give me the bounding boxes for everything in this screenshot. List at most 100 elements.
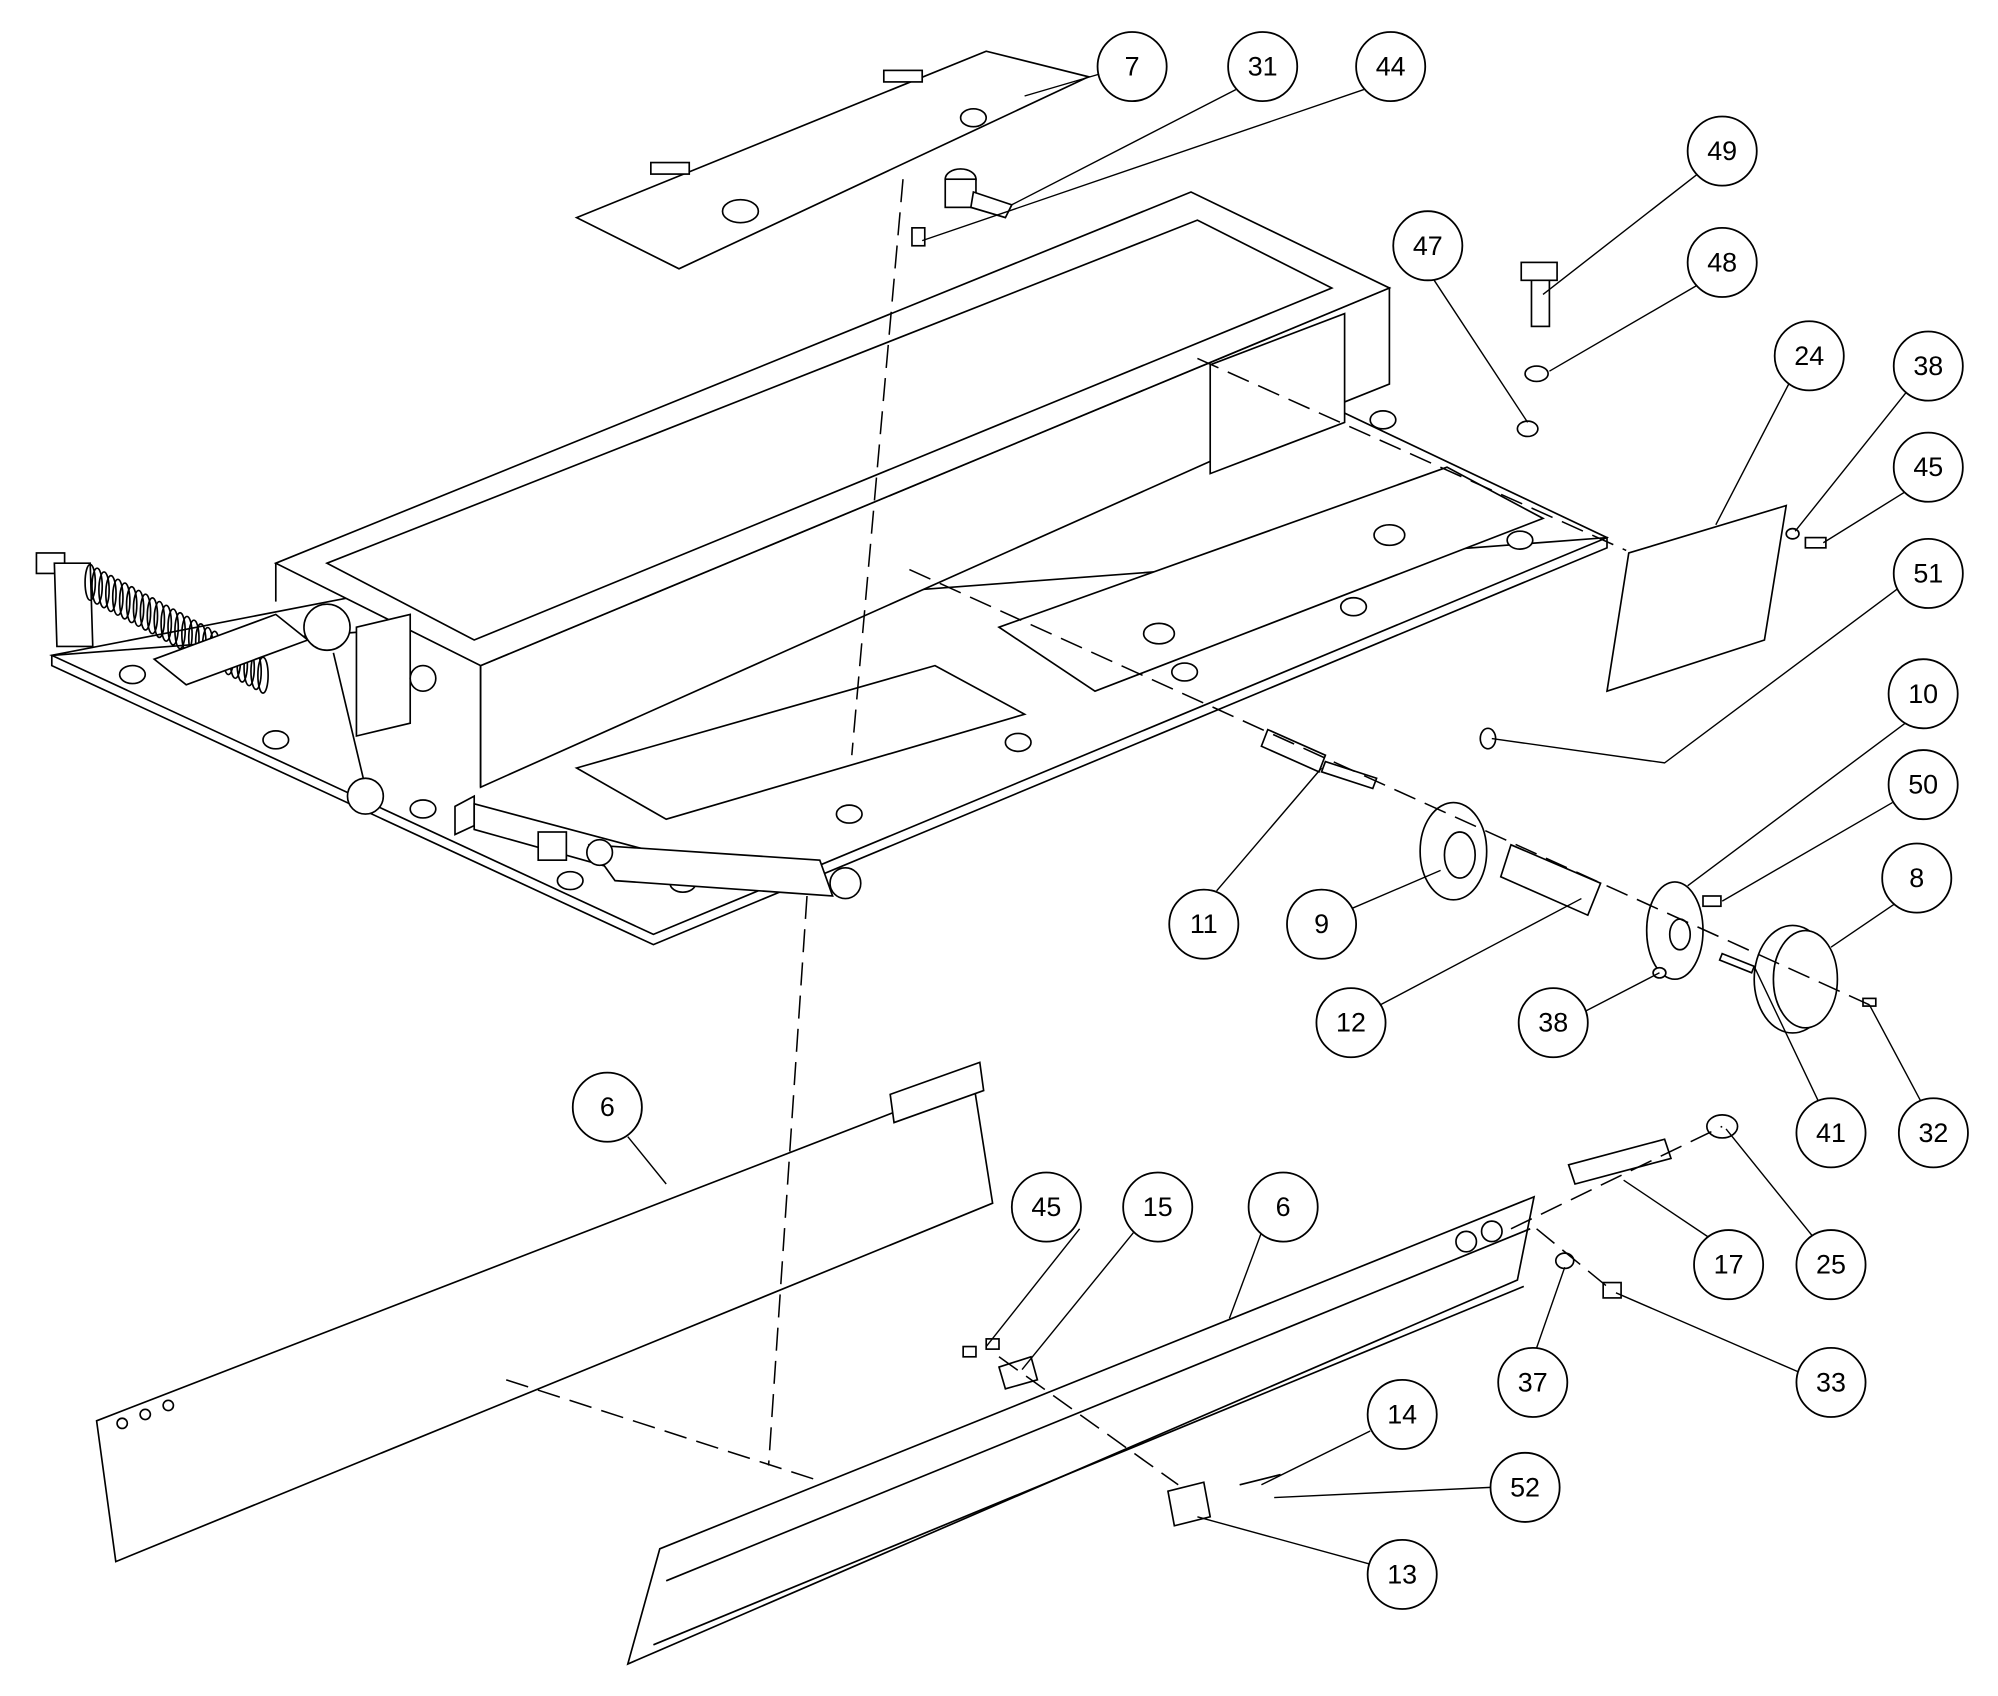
balloon-number: 13 [1387,1559,1417,1589]
balloon-circle [1693,1229,1765,1301]
balloon-circle [1892,537,1964,609]
leader-line [1024,73,1100,97]
balloon-number: 41 [1816,1118,1846,1148]
leader-line [1542,172,1700,295]
balloon-number: 45 [1031,1192,1061,1222]
item-balloon: 50 [1887,749,1959,821]
balloon-circle [1892,330,1964,402]
leader-line [1491,588,1898,764]
leader-line [1261,1430,1371,1486]
lower-panel-left [95,1061,994,1563]
balloon-number: 38 [1913,351,1943,381]
balloon-number: 14 [1387,1399,1417,1429]
small-fasteners [1516,261,1827,549]
spring-coil [146,597,159,635]
item-balloon: 10 [1887,658,1959,730]
item-balloon: 6 [571,1071,643,1143]
balloon-number: 11 [1190,909,1218,939]
balloon-circle [1686,115,1758,187]
item-balloon: 9 [1286,888,1358,960]
balloon-circle [1881,842,1953,914]
balloon-circle [1096,31,1168,103]
balloon-circle [1795,1097,1867,1169]
item-balloon: 45 [1010,1171,1082,1243]
balloon-circle [1497,1346,1569,1418]
balloon-circle [1795,1229,1867,1301]
spring-coil [111,578,124,617]
leader-line [1011,88,1237,206]
balloon-number: 51 [1913,558,1943,588]
balloon-number: 31 [1248,52,1278,82]
balloon-circle [1286,888,1358,960]
spring-coil [167,608,180,646]
balloon-number: 33 [1816,1367,1846,1397]
balloon-circle [1315,987,1387,1059]
item-balloon: 31 [1227,31,1299,103]
bushing [1142,622,1176,645]
spring-coil [174,611,187,650]
screw-44 [911,227,926,247]
leader-line [1715,383,1790,526]
leader-line [627,1136,667,1185]
balloon-number: 7 [1125,52,1140,82]
balloon-number: 44 [1376,52,1406,82]
leader-line [1433,279,1529,423]
item-balloon: 37 [1497,1346,1569,1418]
item-balloon: 17 [1693,1229,1765,1301]
spring-coil [104,574,117,613]
leader-lines [627,73,1922,1565]
leader-line [1868,1004,1922,1102]
balloon-circle [1773,320,1845,392]
item-balloon: 45 [1892,431,1964,503]
balloon-number: 10 [1908,679,1938,709]
item-balloon: 41 [1795,1097,1867,1169]
spring-coil [91,567,104,605]
balloon-circle [1887,749,1959,821]
balloon-number: 50 [1908,770,1938,800]
leader-line [1687,722,1906,887]
balloon-number: 17 [1714,1250,1744,1280]
base-opening [574,664,1027,821]
balloon-number: 32 [1918,1118,1948,1148]
balloon-circle [1247,1171,1319,1243]
leader-line [1725,1128,1813,1236]
item-balloon: 49 [1686,115,1758,187]
balloon-circle [1010,1171,1082,1243]
leader-line [1228,1232,1263,1319]
leader-line [1584,972,1660,1012]
balloon-number: 52 [1510,1472,1540,1502]
item-balloon: 48 [1686,226,1758,298]
item-balloon: 25 [1795,1229,1867,1301]
side-plate [1605,504,1788,693]
leader-line [1830,903,1896,948]
spring-coil [98,571,110,609]
shaft-assembly [1260,727,1877,1034]
leader-line [1794,389,1909,532]
balloon-circle [1122,1171,1194,1243]
item-balloon: 13 [1366,1538,1438,1610]
leader-line [985,1228,1081,1347]
item-balloon: 15 [1122,1171,1194,1243]
top-plate [574,50,1092,270]
balloon-number: 8 [1909,863,1924,893]
balloon-number: 38 [1538,1008,1568,1038]
balloon-number: 37 [1518,1367,1548,1397]
item-balloon: 6 [1247,1171,1319,1243]
leader-line [1549,283,1700,372]
item-balloon: 11 [1168,888,1240,960]
housing-box [273,191,1392,789]
item-balloon: 33 [1795,1346,1867,1418]
spring-coil [125,585,138,624]
item-balloon: 32 [1897,1097,1969,1169]
leader-line [1216,767,1323,892]
spring-coil [84,563,97,602]
balloon-circle [1887,658,1959,730]
spring-coil [160,604,173,642]
cover-plate [997,466,1545,693]
latch-31 [944,168,1013,219]
leader-line [1021,1232,1134,1371]
balloon-circle [1168,888,1240,960]
balloon-number: 45 [1913,452,1943,482]
spring-coil [139,593,152,631]
